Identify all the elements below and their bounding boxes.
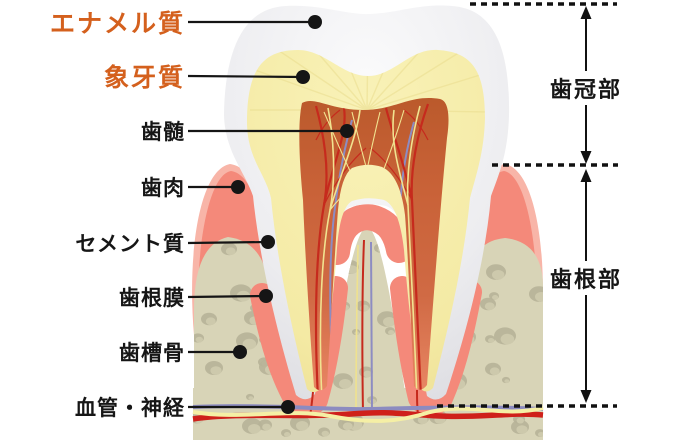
leader-alveolar bbox=[188, 345, 247, 359]
label-periodontal-membrane: 歯根膜 bbox=[119, 287, 185, 310]
nerve-line bbox=[192, 406, 544, 423]
leader-gum bbox=[188, 180, 245, 194]
label-gum: 歯肉 bbox=[141, 177, 185, 200]
leader-cementum bbox=[187, 235, 275, 249]
interradicular-vessels bbox=[355, 239, 373, 415]
pulp-shape bbox=[299, 98, 449, 391]
label-dentin: 象牙質 bbox=[103, 64, 185, 92]
label-alveolar-bone: 歯槽骨 bbox=[119, 342, 185, 365]
label-root-region: 歯根部 bbox=[546, 261, 626, 295]
leader-vessels bbox=[188, 400, 295, 414]
label-cementum: セメント質 bbox=[75, 233, 185, 256]
label-crown-region: 歯冠部 bbox=[546, 71, 626, 105]
leader-periodontal bbox=[187, 289, 273, 303]
leader-lines bbox=[187, 15, 354, 414]
label-enamel: エナメル質 bbox=[49, 10, 185, 38]
leader-dentin bbox=[187, 70, 310, 84]
leader-pulp bbox=[188, 124, 354, 138]
leader-enamel bbox=[188, 15, 322, 29]
label-vessels-nerves: 血管・神経 bbox=[75, 397, 185, 420]
label-pulp: 歯髄 bbox=[141, 121, 185, 144]
